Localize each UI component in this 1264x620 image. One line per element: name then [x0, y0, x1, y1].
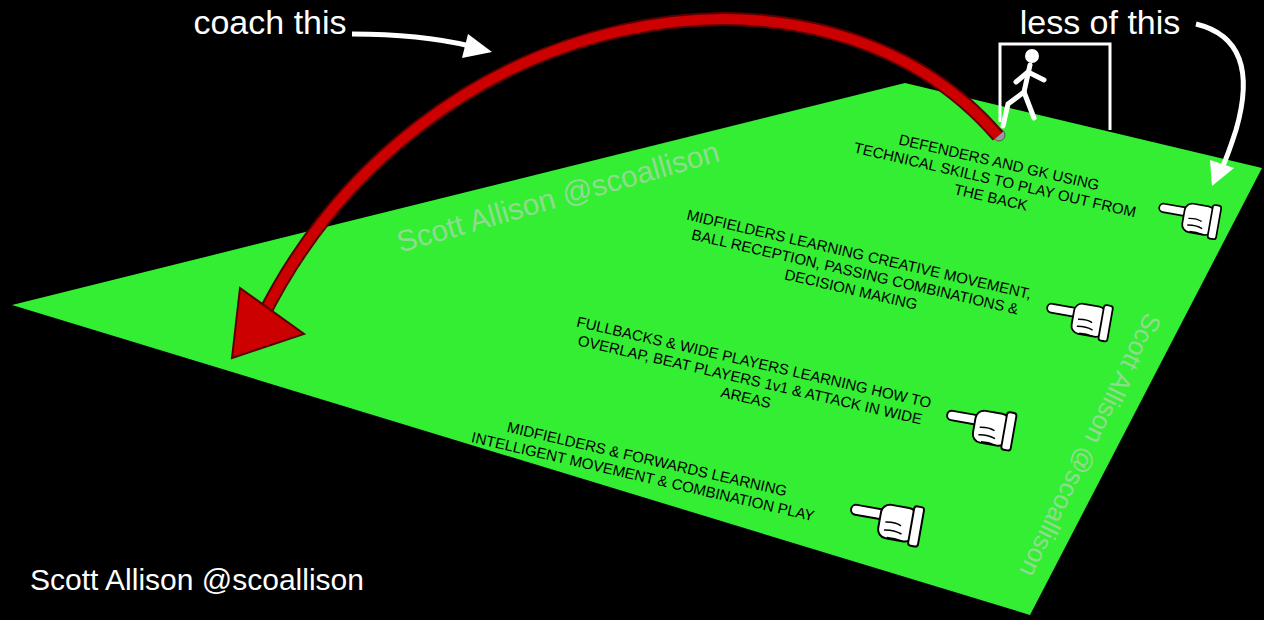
callout-text: less of this [1020, 2, 1181, 43]
pointing-hand [1043, 295, 1113, 342]
goal-frame [1000, 44, 1110, 130]
figure-legs [1003, 92, 1034, 126]
figure-arms [1016, 72, 1044, 82]
long-ball-arrowhead [232, 288, 304, 358]
pitch [12, 83, 1262, 615]
pointing-hand [1155, 195, 1221, 239]
author-credit: Scott Allison @scoallison [30, 562, 364, 598]
goalkeeper-figure [1003, 49, 1044, 126]
pointing-hand [943, 402, 1017, 451]
figure-head [1025, 49, 1039, 63]
pointer-arrow [352, 34, 470, 46]
callout-text: coach this [193, 2, 346, 43]
figure-body [1024, 65, 1030, 92]
pointing-hand [847, 495, 925, 547]
pointer-arrowhead [1210, 160, 1234, 186]
pointer-arrowhead [462, 34, 492, 58]
pointer-arrow [1196, 24, 1243, 168]
